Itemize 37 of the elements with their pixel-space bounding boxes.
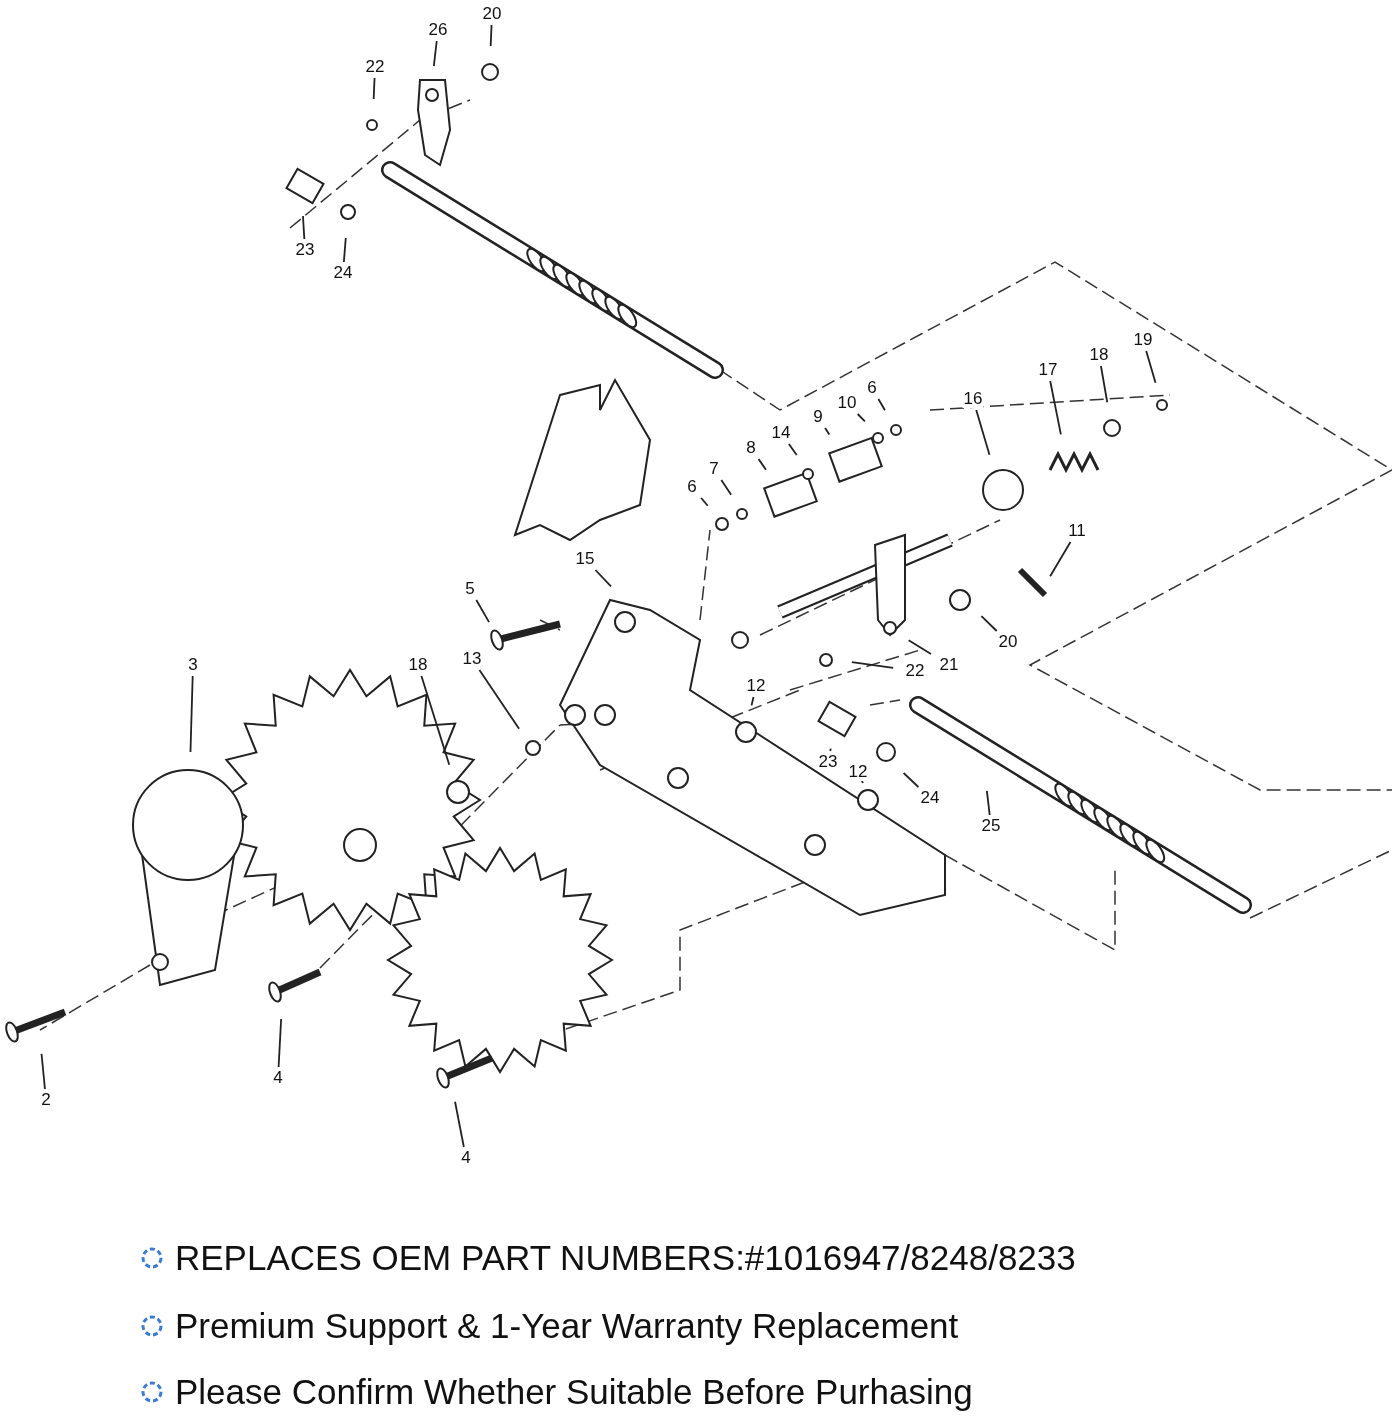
leader-line [720,479,732,496]
leader-line [975,409,991,456]
leader-line [594,569,612,588]
note-text: Please Confirm Whether Suitable Before Purhasing [175,1372,973,1412]
leader-line [907,639,932,655]
leader-line [877,398,886,412]
leader-line [750,696,755,707]
leader-line [372,77,376,100]
leader-line [985,790,991,816]
leader-line [829,747,832,752]
leader-line [432,40,438,67]
leader-line [1049,380,1062,436]
leader-line [302,215,306,240]
leader-line [980,615,998,632]
leader-line [277,1018,283,1068]
leader-line [902,772,920,788]
leader-line [850,661,895,669]
leader-line [700,497,709,507]
leader-line [475,599,490,624]
callout-number: 12 [847,763,869,781]
leader-line [40,1053,46,1090]
leader-line [824,427,831,436]
leader-line [1049,541,1072,578]
leader-line [342,237,347,263]
callout-number: 16 [962,390,984,408]
leader-line [757,458,767,471]
leader-line [420,675,451,766]
leader-line [1100,365,1109,404]
leader-line [478,669,520,730]
leader-line [189,675,194,753]
leader-line [856,413,866,423]
leader-line [1145,350,1157,384]
leader-line [787,443,798,456]
note-text: Premium Support & 1-Year Warranty Replacement [175,1306,959,1346]
leader-line [454,1100,465,1148]
note-text: REPLACES OEM PART NUMBERS:#1016947/8248/8233 [175,1238,1076,1278]
leader-line [489,24,493,47]
